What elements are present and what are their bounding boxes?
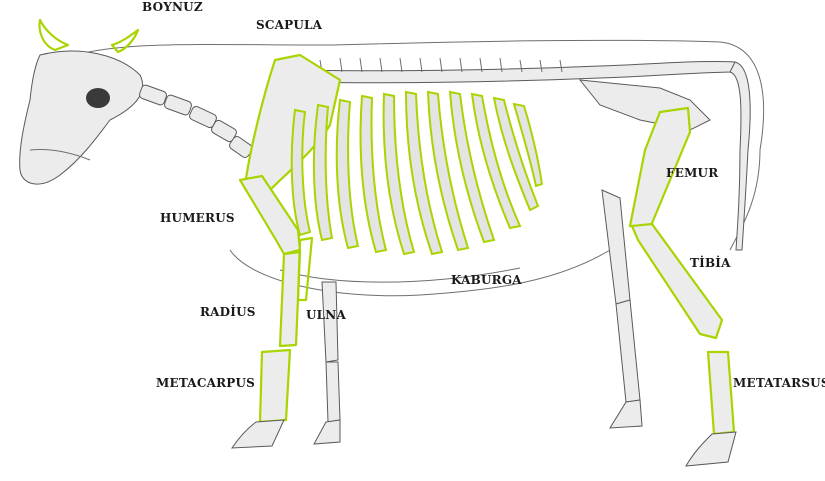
horn-right	[112, 30, 138, 52]
label-scapula: SCAPULA	[256, 18, 322, 32]
neck-vertebrae	[138, 84, 254, 159]
second-foreleg	[314, 282, 340, 444]
pelvis	[580, 80, 710, 130]
front-hoof	[232, 420, 284, 448]
label-kaburga: KABURGA	[451, 273, 522, 287]
label-femur: FEMUR	[666, 166, 718, 180]
label-boynuz: BOYNUZ	[142, 0, 203, 14]
skull	[20, 51, 143, 184]
tibia-bone	[632, 224, 722, 338]
label-radius: RADİUS	[200, 305, 256, 319]
label-humerus: HUMERUS	[160, 211, 235, 225]
horn-left	[40, 20, 68, 50]
label-metacarpus: METACARPUS	[156, 376, 255, 390]
label-ulna: ULNA	[306, 308, 346, 322]
hind-hoof	[686, 432, 736, 466]
ulna-highlight	[298, 238, 312, 300]
label-tibia: TİBİA	[690, 256, 731, 270]
label-metatarsus: METATARSUS	[733, 376, 825, 390]
